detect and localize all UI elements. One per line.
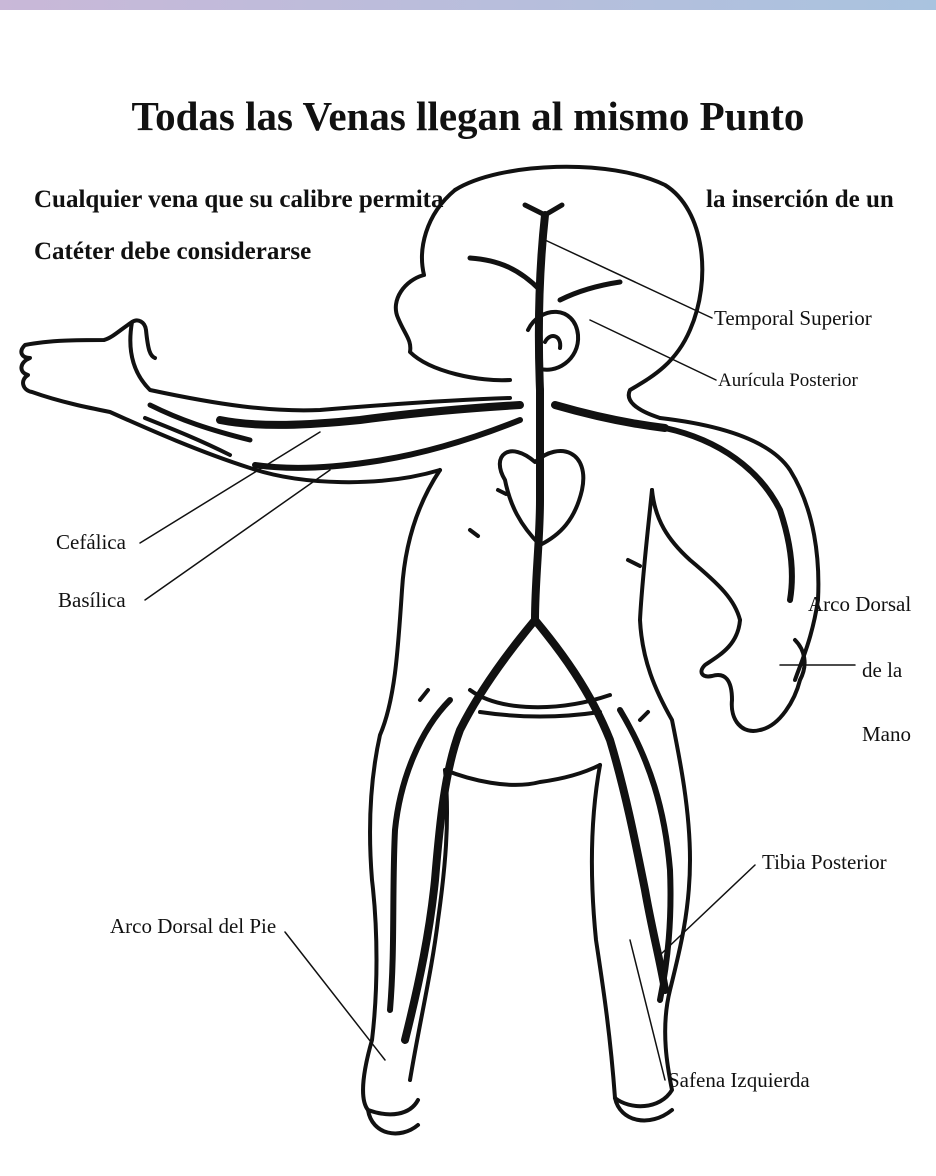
label-arco-dorsal-mano-line1: Arco Dorsal <box>808 592 911 617</box>
label-safena-izquierda: Safena Izquierda <box>668 1068 810 1093</box>
label-basilica: Basílica <box>58 588 126 613</box>
leader-basilica <box>145 470 330 600</box>
label-tibia-posterior: Tibia Posterior <box>762 850 887 875</box>
leader-tibia-posterior <box>660 865 755 955</box>
label-auricula-posterior: Aurícula Posterior <box>718 370 858 392</box>
label-cefalica: Cefálica <box>56 530 126 555</box>
leader-arco-dorsal-pie <box>285 932 385 1060</box>
leader-temporal-superior <box>545 240 712 318</box>
leader-lines <box>140 240 855 1080</box>
label-temporal-superior: Temporal Superior <box>714 306 872 331</box>
label-arco-dorsal-pie: Arco Dorsal del Pie <box>110 914 276 939</box>
label-arco-dorsal-mano-line2: de la <box>862 658 902 683</box>
leader-cefalica <box>140 432 320 543</box>
label-arco-dorsal-mano-line3: Mano <box>862 722 911 747</box>
leader-auricula-posterior <box>590 320 716 380</box>
